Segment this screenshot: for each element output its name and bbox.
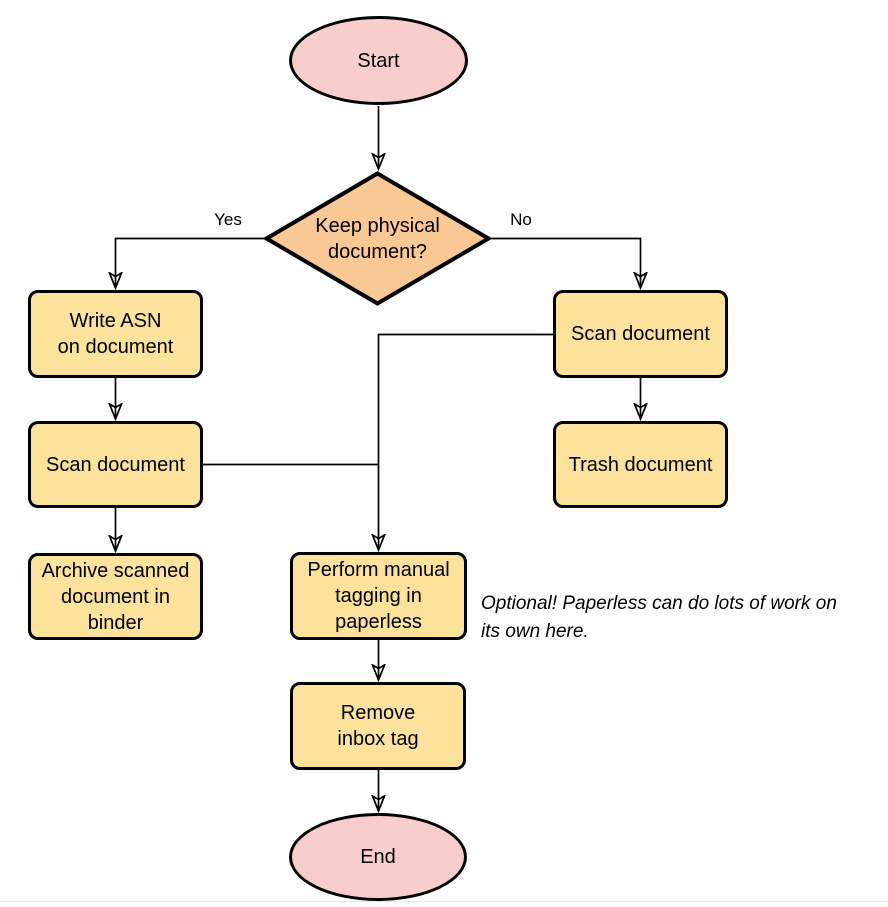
edge-label-no: No: [510, 210, 532, 229]
node-archive-scanned-label: Archive scanned document in binder: [41, 559, 190, 634]
node-trash-document-label: Trash document: [568, 453, 713, 476]
decision-diamond-shape: [264, 171, 491, 306]
node-scan-document-left: Scan document: [28, 421, 203, 508]
node-end-label: End: [360, 846, 396, 868]
node-write-asn: Write ASN on document: [28, 290, 203, 378]
node-write-asn-label: Write ASN on document: [57, 310, 174, 358]
node-remove-inbox-tag-label: Remove inbox tag: [337, 702, 419, 750]
optional-annotation: Optional! Paperless can do lots of work …: [481, 593, 837, 642]
node-manual-tagging: Perform manual tagging in paperless: [290, 552, 467, 640]
edge-label-yes: Yes: [214, 210, 242, 229]
node-start-label: Start: [357, 49, 400, 72]
edge-decision-scan-right: [489, 237, 641, 289]
node-manual-tagging-label: Perform manual tagging in paperless: [307, 559, 450, 633]
edge-scan-right-tagging: [379, 333, 553, 551]
node-decision: Keep physical document?: [264, 171, 491, 306]
edge-decision-write-asn: [116, 237, 266, 289]
node-scan-document-right-label: Scan document: [571, 323, 710, 345]
node-remove-inbox-tag: Remove inbox tag: [290, 682, 466, 770]
node-end: End: [289, 813, 467, 901]
node-decision-label: Keep physical document?: [315, 214, 440, 263]
node-scan-document-left-label: Scan document: [46, 453, 185, 476]
node-trash-document: Trash document: [553, 421, 728, 508]
node-start: Start: [289, 16, 468, 105]
node-archive-scanned: Archive scanned document in binder: [28, 553, 203, 640]
decision-diamond-polygon: [264, 171, 491, 306]
node-scan-document-right: Scan document: [553, 290, 728, 378]
page-bottom-strip: [0, 901, 888, 907]
